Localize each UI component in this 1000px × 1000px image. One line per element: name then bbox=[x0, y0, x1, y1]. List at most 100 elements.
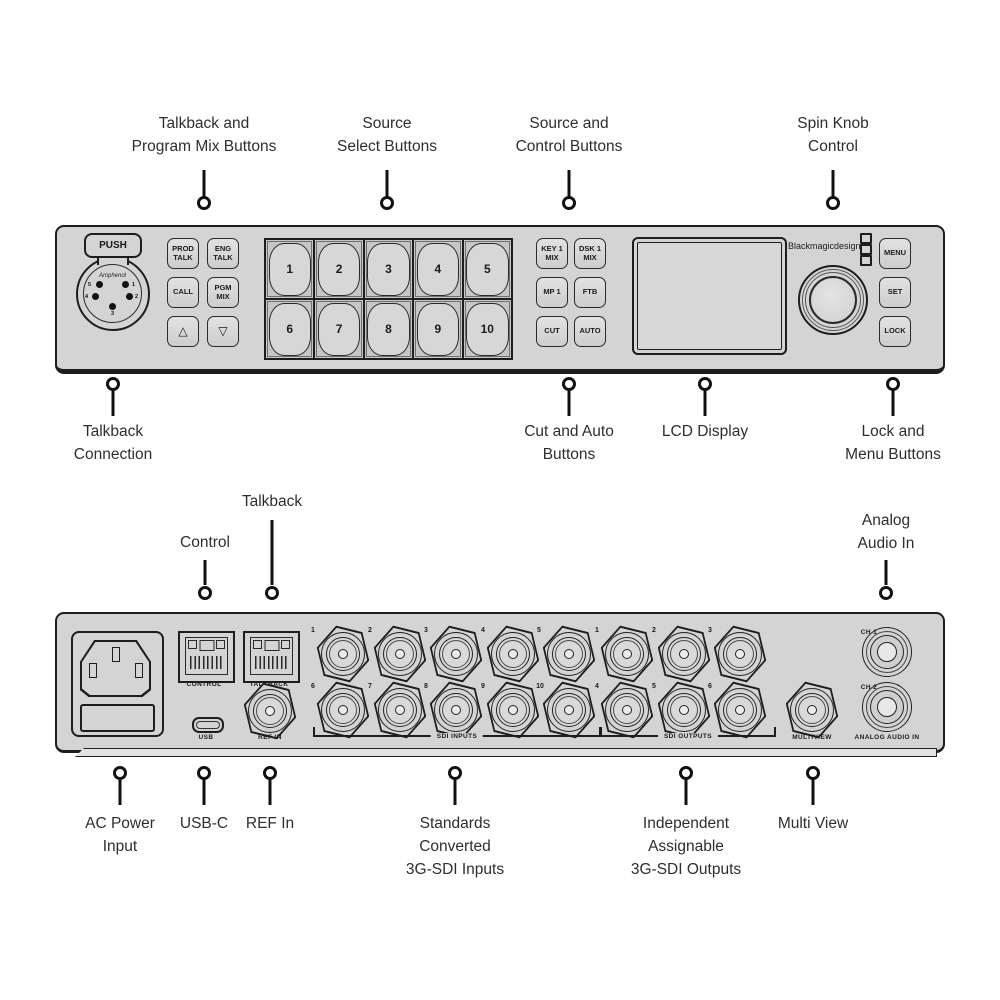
callout-line-cut-auto bbox=[567, 390, 571, 416]
label-line: Control bbox=[180, 534, 230, 551]
control-port-label: CONTROL bbox=[186, 681, 222, 688]
source-button-face: 2 bbox=[317, 242, 361, 296]
label-line: USB-C bbox=[179, 815, 229, 832]
callout-label-multiview: Multi View bbox=[778, 812, 848, 835]
sdi-input-4-connector bbox=[486, 627, 540, 681]
source-button-face: 4 bbox=[416, 242, 460, 296]
callout-dot-talkback-connection bbox=[106, 377, 120, 391]
set-button: SET bbox=[879, 277, 911, 308]
sdi-input-number: 6 bbox=[311, 683, 315, 690]
sdi-input-2-connector bbox=[373, 627, 427, 681]
sdi-outputs-bracket: SDI OUTPUTS bbox=[600, 727, 776, 740]
callout-label-ref-in: REF In bbox=[246, 812, 294, 835]
multiview-connector bbox=[785, 683, 839, 737]
callout-dot-talkback-port bbox=[265, 586, 279, 600]
lcd-screen bbox=[637, 242, 782, 350]
menu-button: MENU bbox=[879, 238, 911, 269]
sdi-output-number: 2 bbox=[652, 627, 656, 634]
label-line: Control Buttons bbox=[515, 138, 623, 155]
callout-line-analog-audio bbox=[884, 560, 888, 585]
ch1-audio-jack bbox=[862, 627, 912, 677]
sdi-input-number: 8 bbox=[424, 683, 428, 690]
knob-ring bbox=[802, 269, 864, 331]
sdi-input-8-connector bbox=[429, 683, 483, 737]
rj45-pins bbox=[255, 656, 288, 669]
label-line: Spin Knob bbox=[797, 115, 869, 132]
callout-line-ac-power bbox=[118, 779, 122, 805]
label-line: Analog bbox=[861, 512, 911, 529]
callout-line-ref-in bbox=[268, 779, 272, 805]
iec-pin bbox=[135, 663, 143, 678]
label-line: Program Mix Buttons bbox=[131, 138, 277, 155]
source-button-3: 3 bbox=[364, 240, 413, 298]
sdi-input-10-connector bbox=[542, 683, 596, 737]
rj45-tab bbox=[199, 640, 214, 651]
dsk1-mix-button: DSK 1 MIX bbox=[574, 238, 606, 269]
source-button-face: 5 bbox=[466, 242, 509, 296]
callout-dot-source-select bbox=[380, 196, 394, 210]
label-line: 3G-SDI Outputs bbox=[630, 861, 742, 878]
callout-line-control-port bbox=[203, 560, 207, 585]
label-line: AC Power bbox=[85, 815, 155, 832]
xlr-brand-text: Amphenol bbox=[98, 273, 127, 279]
sdi-output-3-connector bbox=[713, 627, 767, 681]
callout-line-talkback-mix bbox=[202, 170, 206, 197]
sdi-output-number: 6 bbox=[708, 683, 712, 690]
callout-dot-usb-c bbox=[197, 766, 211, 780]
sdi-output-number: 4 bbox=[595, 683, 599, 690]
callout-label-lcd: LCD Display bbox=[662, 420, 748, 443]
front-panel: PUSH Amphenol 5 1 4 2 3 PROD TALK ENG TA… bbox=[55, 225, 945, 374]
source-button-8: 8 bbox=[364, 300, 413, 358]
ch2-audio-jack bbox=[862, 682, 912, 732]
callout-dot-source-control bbox=[562, 196, 576, 210]
rj45-body bbox=[250, 637, 293, 675]
sdi-input-number: 4 bbox=[481, 627, 485, 634]
callout-label-talkback-connection: Talkback Connection bbox=[74, 420, 152, 466]
label-line: Menu Buttons bbox=[845, 446, 941, 463]
label-line: Converted bbox=[419, 838, 491, 855]
label-line: Audio In bbox=[857, 535, 915, 552]
brand-logo-mark bbox=[860, 255, 872, 266]
xlr-pin bbox=[122, 281, 129, 288]
callout-label-sdi-outputs: Independent Assignable 3G-SDI Outputs bbox=[631, 812, 741, 881]
sdi-input-number: 1 bbox=[311, 627, 315, 634]
sdi-input-number: 5 bbox=[537, 627, 541, 634]
ch2-label: CH 2 bbox=[860, 684, 878, 691]
callout-line-talkback-connection bbox=[111, 390, 115, 416]
xlr-pin bbox=[126, 293, 133, 300]
callout-dot-analog-audio bbox=[879, 586, 893, 600]
label-line: Standards bbox=[419, 815, 491, 832]
label-line: Control bbox=[808, 138, 858, 155]
callout-line-talkback-port bbox=[270, 520, 274, 585]
lock-button: LOCK bbox=[879, 316, 911, 347]
source-button-face: 6 bbox=[268, 302, 311, 356]
label-line: Buttons bbox=[542, 446, 596, 463]
mp1-button: MP 1 bbox=[536, 277, 568, 308]
callout-line-sdi-outputs bbox=[684, 779, 688, 805]
label-line: Assignable bbox=[648, 838, 724, 855]
callout-label-lock-menu: Lock and Menu Buttons bbox=[845, 420, 941, 466]
callout-label-cut-auto: Cut and Auto Buttons bbox=[524, 420, 614, 466]
brand-logo-text: Blackmagicdesign bbox=[788, 241, 861, 251]
callout-label-sdi-inputs: Standards Converted 3G-SDI Inputs bbox=[406, 812, 504, 881]
source-button-4: 4 bbox=[414, 240, 462, 298]
callout-line-lcd bbox=[703, 390, 707, 416]
sdi-input-1-connector bbox=[316, 627, 370, 681]
usb-c-port bbox=[192, 717, 224, 733]
iec-pin bbox=[89, 663, 97, 678]
ref-in-connector bbox=[243, 684, 297, 738]
source-button-face: 1 bbox=[268, 242, 311, 296]
sdi-input-6-connector bbox=[316, 683, 370, 737]
label-line: Cut and Auto bbox=[524, 423, 614, 440]
callout-dot-lock-menu bbox=[886, 377, 900, 391]
xlr-push-label: PUSH bbox=[99, 240, 127, 251]
source-button-2: 2 bbox=[315, 240, 363, 298]
pgm-mix-button: PGM MIX bbox=[207, 277, 239, 308]
xlr-pin-number: 4 bbox=[85, 294, 89, 300]
knob-face bbox=[809, 276, 857, 324]
sdi-input-number: 3 bbox=[424, 627, 428, 634]
label-line: Talkback bbox=[82, 423, 144, 440]
callout-dot-ref-in bbox=[263, 766, 277, 780]
label-line: Multi View bbox=[777, 815, 849, 832]
